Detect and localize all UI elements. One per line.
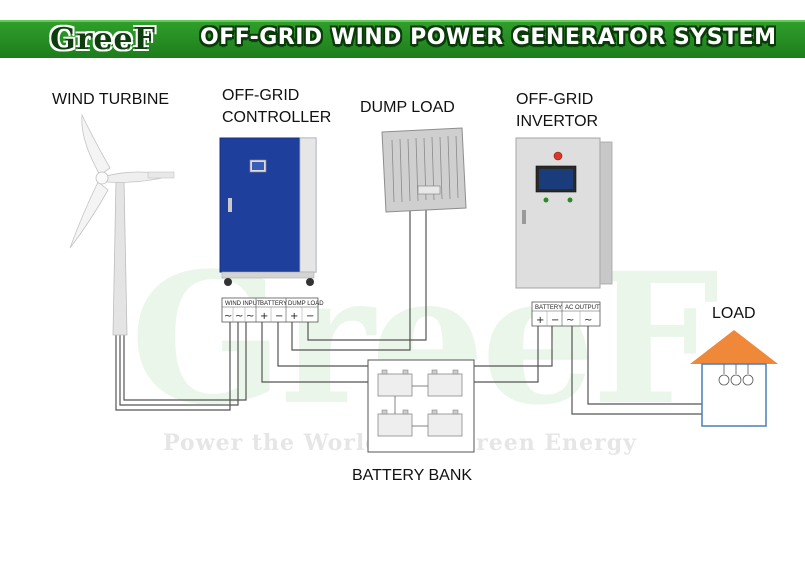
light-bulb-icon (718, 364, 754, 386)
invertor-terminal-battery: BATTERY (535, 305, 562, 311)
invertor-indicator-green-icon-2 (567, 197, 573, 203)
wind-turbine (69, 113, 175, 336)
label-wind-turbine: WIND TURBINE (52, 91, 170, 108)
invertor-side-panel (599, 141, 613, 285)
battery-terminal-icon (381, 369, 459, 415)
controller-terminal-ac-1: ~ (224, 311, 232, 322)
wire-ac-output-1 (571, 326, 713, 415)
controller-terminal-dump-minus: − (306, 311, 314, 322)
header-bar (0, 20, 805, 58)
label-battery-bank: BATTERY BANK (352, 467, 473, 484)
label-invertor-line1: OFF-GRID (516, 91, 594, 108)
dump-load-unit (381, 127, 467, 213)
wire-ac-output-2 (587, 326, 705, 405)
wire-invertor-battery-plus (474, 326, 539, 383)
house-roof (690, 330, 778, 364)
turbine-blade-bottom (69, 181, 109, 249)
wire-invertor-battery-minus (474, 326, 553, 367)
turbine-tail (147, 171, 175, 179)
controller-base (221, 271, 315, 279)
invertor-handle (522, 210, 526, 224)
brand-logo: GreeF (28, 20, 178, 58)
controller-terminal-strip: WIND INPUT BATTERY DUMP LOAD ~ ~ ~ + − +… (221, 297, 324, 323)
wire-controller-battery-plus (261, 322, 368, 383)
invertor-emergency-stop-icon (553, 151, 563, 161)
invertor-display-screen (539, 169, 573, 189)
controller-terminal-dump-plus: + (290, 311, 298, 322)
invertor-cabinet (515, 137, 613, 289)
controller-display-screen (252, 162, 264, 170)
controller-terminal-battery: BATTERY (260, 301, 287, 307)
controller-terminal-dump-load: DUMP LOAD (288, 301, 324, 307)
page-title: OFF-GRID WIND POWER GENERATOR SYSTEM (200, 25, 777, 50)
label-controller-line2: CONTROLLER (222, 109, 332, 126)
battery-icon (377, 373, 463, 437)
label-dump-load: DUMP LOAD (360, 99, 455, 116)
turbine-tower (112, 179, 128, 336)
wire-turbine-phase-1 (115, 320, 231, 411)
wire-turbine-phase-3 (123, 320, 247, 401)
invertor-terminal-strip: BATTERY AC OUTPUT + − ~ ~ (531, 301, 601, 327)
controller-terminal-ac-3: ~ (246, 311, 254, 322)
battery-bank (367, 359, 475, 453)
invertor-terminal-battery-minus: − (551, 315, 559, 326)
controller-terminal-ac-2: ~ (235, 311, 243, 322)
controller-cabinet (219, 137, 317, 286)
battery-link-wires (394, 385, 428, 427)
controller-handle (228, 198, 232, 212)
load-house (690, 330, 778, 427)
controller-side-panel (299, 137, 317, 273)
dump-load-body (381, 127, 467, 213)
wire-dump-load-plus (291, 210, 411, 351)
wire-turbine-phase-2 (119, 320, 239, 406)
controller-terminal-wind-input: WIND INPUT (225, 301, 261, 307)
turbine-hub (95, 171, 109, 185)
invertor-body (515, 137, 601, 289)
label-invertor-line2: INVERTOR (516, 113, 599, 130)
controller-wheel-left (224, 278, 232, 286)
controller-terminal-battery-minus: − (275, 311, 283, 322)
brand-logo-text: GreeF (50, 21, 156, 57)
turbine-blade-top (81, 113, 111, 176)
label-controller-line1: OFF-GRID (222, 87, 300, 104)
invertor-terminal-ac-output: AC OUTPUT (565, 305, 600, 311)
wire-controller-battery-minus (277, 322, 368, 367)
controller-wheel-right (306, 278, 314, 286)
label-load: LOAD (712, 305, 756, 322)
dump-load-handle (417, 185, 441, 195)
invertor-terminal-battery-plus: + (536, 315, 544, 326)
invertor-terminal-ac-1: ~ (566, 315, 574, 326)
wire-dump-load-minus (307, 210, 427, 341)
invertor-indicator-green-icon (543, 197, 549, 203)
house-wall (701, 363, 767, 427)
controller-terminal-battery-plus: + (260, 311, 268, 322)
invertor-terminal-ac-2: ~ (584, 315, 592, 326)
